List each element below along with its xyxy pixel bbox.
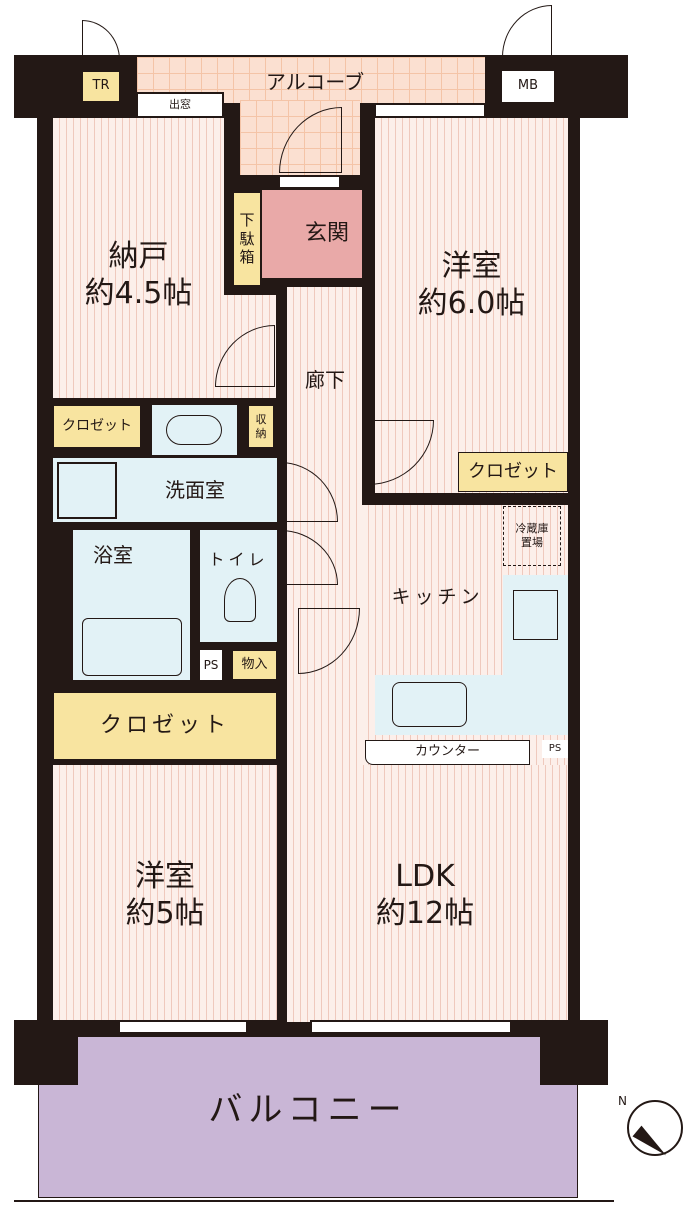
getabako: 下 駄 箱 (233, 192, 261, 286)
ldk-label: LDK 約12帖 (375, 858, 475, 932)
toilet-icon (224, 578, 256, 622)
washing-machine-icon (57, 462, 117, 519)
window-ldk (310, 1020, 512, 1034)
alcove-label: アルコーブ (265, 69, 365, 94)
tr-box: TR (82, 71, 120, 102)
storage-room-ext (200, 295, 276, 398)
mb-box: MB (502, 71, 554, 102)
closet-3: クロゼット (53, 692, 277, 760)
storage-room (53, 118, 224, 398)
tr-door[interactable] (82, 20, 120, 60)
closet-2: クロゼット (53, 405, 141, 448)
kitchen-counter (375, 675, 568, 735)
bay-window: 出窓 (136, 92, 224, 118)
western-room-1 (375, 118, 568, 493)
bathroom-label: 浴室 (93, 542, 133, 567)
western-room-1-label: 洋室 約6.0帖 (417, 248, 526, 322)
compass (627, 1100, 683, 1161)
hallway-label: 廊下 (305, 367, 345, 392)
window-western-2 (118, 1020, 248, 1034)
kitchen-sink-icon (392, 682, 467, 727)
sink-icon (166, 415, 222, 445)
bathtub-icon (82, 618, 182, 676)
western-room-2-label: 洋室 約5帖 (125, 858, 205, 932)
toilet-label: トイレ (208, 550, 269, 569)
storage-room-label: 納戸 約4.5帖 (84, 238, 193, 312)
storage: 収 納 (248, 405, 274, 448)
fridge-space: 冷蔵庫 置場 (503, 506, 561, 566)
storage-2: 物入 (232, 650, 277, 680)
ldk (287, 765, 568, 1020)
ps-2: PS (542, 740, 568, 758)
window-western-1 (374, 103, 486, 118)
kitchen-label: キッチン (391, 586, 484, 609)
entrance: 玄関 (262, 190, 362, 278)
balcony-rail (14, 1200, 614, 1202)
western-room-2 (53, 765, 277, 1020)
closet-1: クロゼット (458, 452, 568, 492)
mb-door[interactable] (502, 5, 552, 57)
balcony-label: バルコニー (208, 1089, 408, 1130)
bathroom (73, 530, 190, 680)
vanity-sink-area (152, 405, 237, 455)
alcove-lower (240, 100, 360, 175)
compass-arrow-icon (632, 1125, 671, 1161)
counter: カウンター (365, 740, 530, 765)
entrance-threshold (278, 175, 341, 189)
ps-1: PS (200, 650, 222, 680)
balcony (38, 1036, 578, 1198)
stove-icon (513, 590, 558, 640)
compass-north: N (618, 1094, 627, 1108)
washroom: 洗面室 (53, 458, 277, 522)
